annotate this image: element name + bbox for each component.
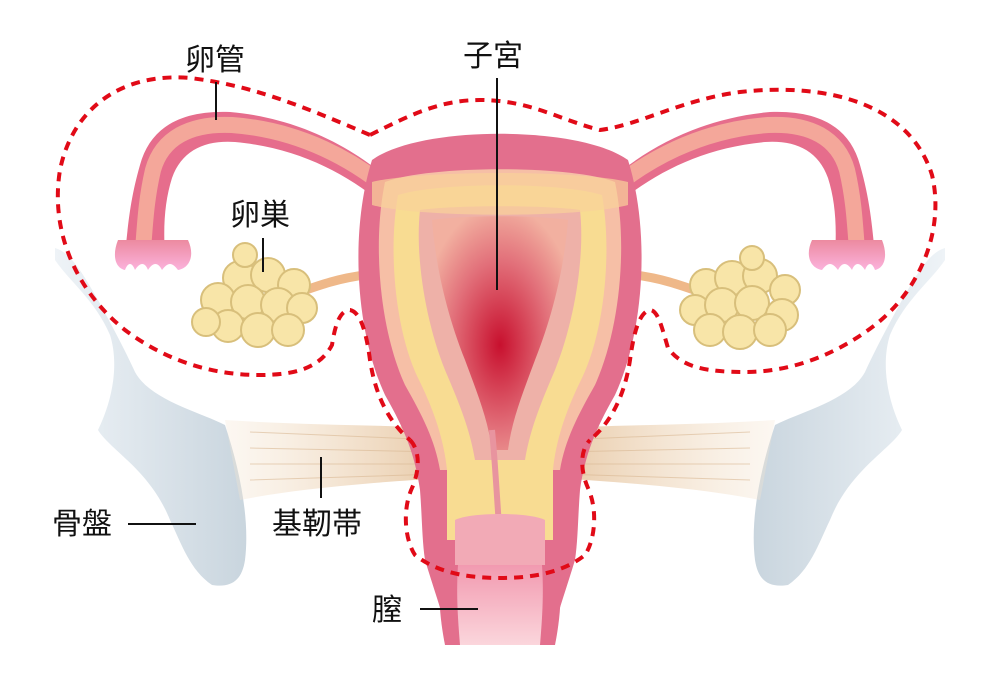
ovary-left [191, 242, 318, 348]
label-vagina: 膣 [372, 593, 402, 628]
vagina [439, 565, 561, 645]
ligament-left [225, 420, 445, 500]
label-ovary: 卵巣 [230, 198, 290, 233]
uterus [358, 133, 642, 645]
label-pelvis: 骨盤 [52, 507, 112, 542]
label-uterus: 子宮 [463, 39, 523, 74]
ovary-right [679, 245, 801, 350]
fallopian-tube-right [597, 111, 886, 270]
dashed-outline-lower [403, 438, 597, 581]
fallopian-tube-left [114, 111, 403, 270]
pelvis-left [55, 248, 247, 586]
label-ligament: 基靭帯 [272, 507, 362, 542]
label-fallopian-tube: 卵管 [185, 43, 245, 78]
pelvis-right [753, 248, 945, 586]
dashed-outline-upper [55, 75, 412, 442]
ligament-right [555, 420, 775, 500]
